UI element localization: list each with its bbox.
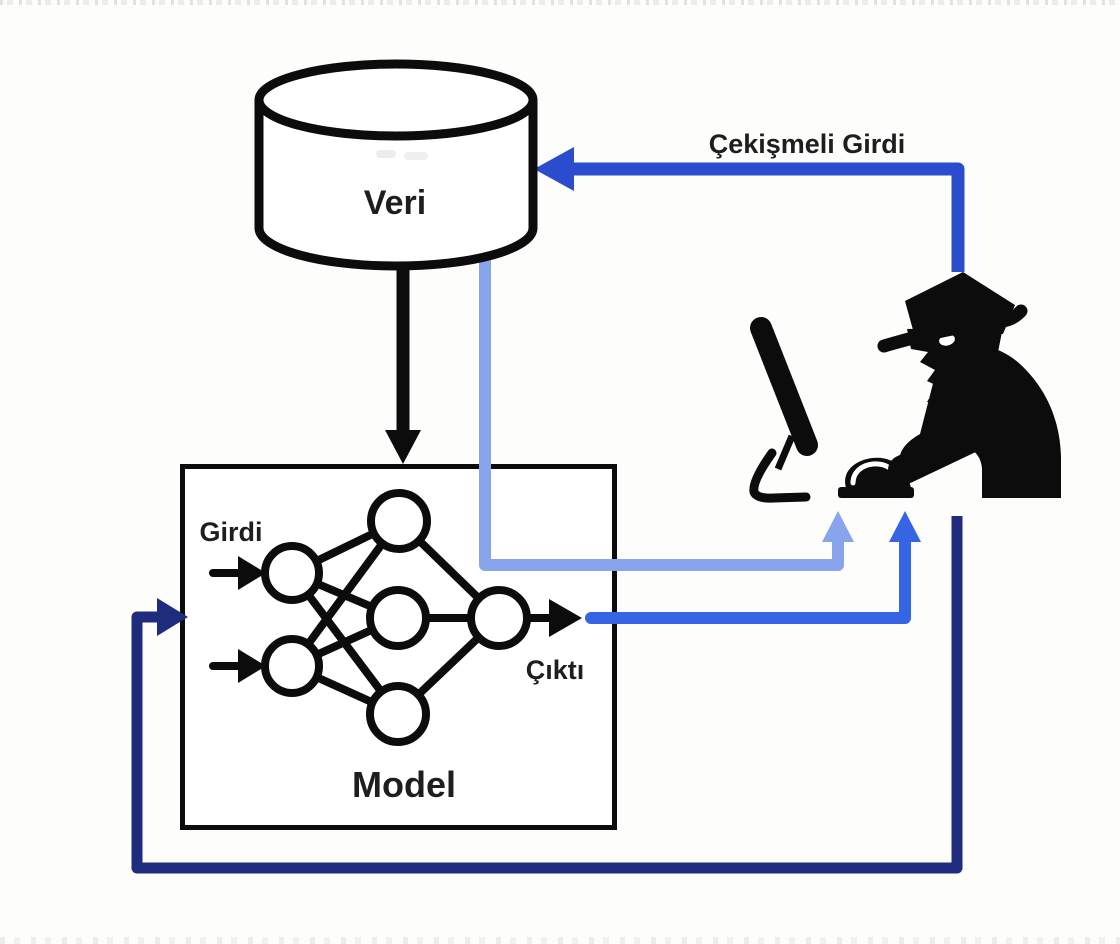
model-output-label: Çıktı — [525, 655, 585, 685]
data-tap-arrowhead — [822, 511, 854, 542]
database-top — [254, 59, 538, 141]
monitor-icon — [750, 317, 818, 456]
monitor-stand — [774, 434, 796, 471]
database-smudge — [376, 150, 428, 160]
adversarial-input-edge — [534, 147, 965, 272]
data-tap-edge — [479, 252, 854, 571]
data-store-label: Veri — [363, 184, 427, 222]
output-to-attacker-edge — [585, 511, 921, 624]
database-icon — [254, 59, 538, 271]
network-output-arrow — [524, 599, 582, 637]
monitor-base — [749, 448, 811, 503]
feedback-arrowhead — [157, 598, 188, 636]
database-body — [254, 100, 538, 271]
attacker-spy-icon — [749, 272, 1061, 503]
spy-hat-brim — [877, 304, 1028, 353]
output-edge-arrowhead — [889, 511, 921, 542]
spy-head — [907, 327, 1003, 401]
adversarial-input-label: Çekişmeli Girdi — [708, 129, 906, 159]
feedback-loop-edge — [131, 516, 963, 874]
network-input-arrows — [209, 556, 266, 683]
neural-network-icon — [209, 489, 582, 746]
model-label: Model — [352, 764, 456, 805]
adversarial-arrowhead — [534, 147, 574, 191]
keyboard-bar — [838, 487, 914, 498]
data-to-model-arrow — [385, 262, 421, 464]
model-input-label: Girdi — [199, 517, 263, 547]
